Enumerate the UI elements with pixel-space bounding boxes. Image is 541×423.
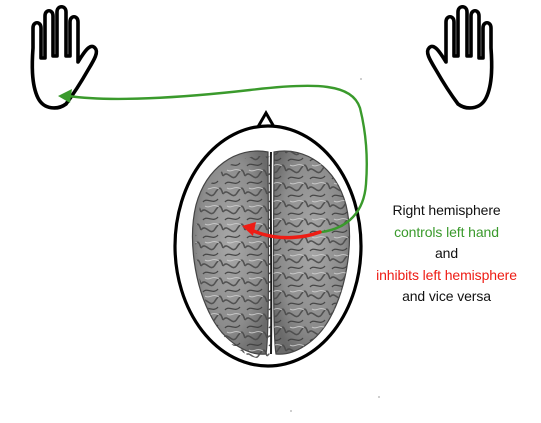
- left-hand-icon: [30, 4, 99, 110]
- inhibit-arrow: [242, 222, 322, 240]
- caption-line-vice-versa: and vice versa: [402, 288, 491, 304]
- longitudinal-fissure: [269, 151, 273, 355]
- stray-dots: [290, 78, 380, 412]
- caption-line-inhibits: inhibits left hemisphere: [376, 266, 517, 283]
- caption-line-right-hemisphere: Right hemisphere: [392, 202, 501, 218]
- caption-line-controls: controls left hand: [394, 223, 499, 240]
- right-hand-icon: [425, 4, 494, 110]
- brain-image: [191, 150, 351, 360]
- right-hemisphere: [272, 150, 351, 355]
- control-arrow: [58, 84, 368, 234]
- caption-line-and: and: [434, 245, 459, 261]
- caption: Right hemisphere controls left hand and …: [352, 200, 541, 308]
